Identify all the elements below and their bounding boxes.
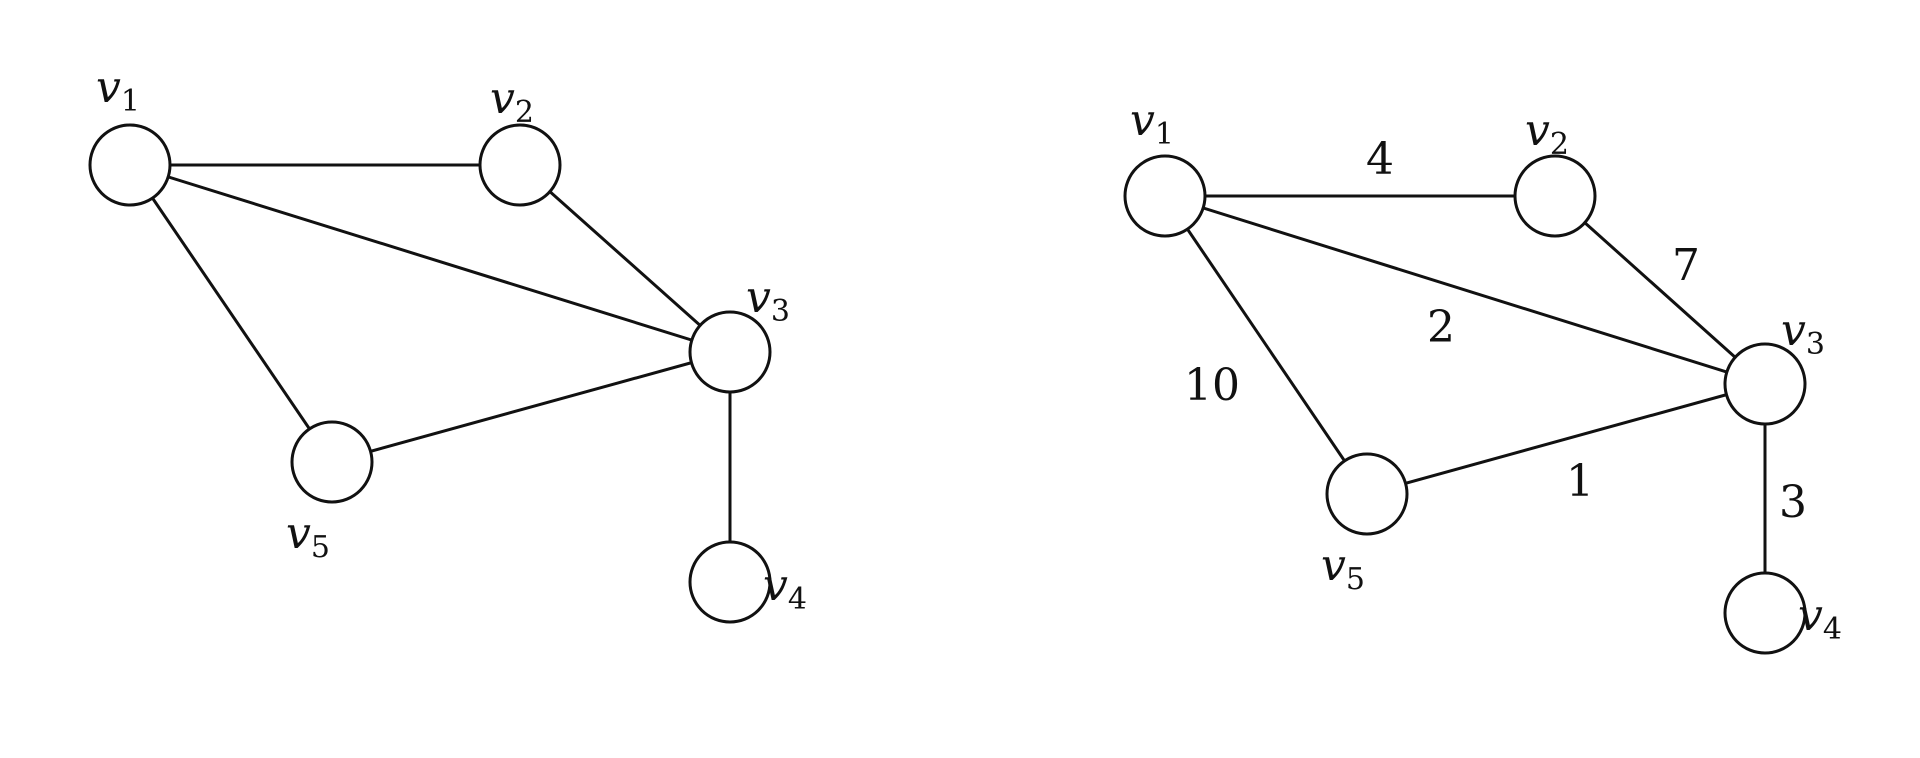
node-v4 — [688, 540, 772, 624]
edge-v2-v3 — [519, 163, 731, 354]
node-v5 — [290, 420, 374, 504]
node-label-v1: v1 — [96, 62, 140, 119]
node-label-v1: v1 — [1130, 95, 1174, 152]
node-label-symbol: v — [763, 560, 788, 611]
node-v3 — [688, 310, 772, 394]
node-label-subscript: 2 — [515, 95, 534, 130]
node-label-symbol: v — [1321, 540, 1346, 591]
node-label-subscript: 3 — [771, 294, 790, 329]
node-label-v5: v5 — [1321, 540, 1365, 597]
node-label-v5: v5 — [286, 508, 330, 565]
edge-v5-v3 — [331, 350, 731, 464]
edge-weight-v1-v3: 2 — [1427, 302, 1455, 353]
node-label-subscript: 1 — [1155, 117, 1174, 152]
node-v4 — [1723, 571, 1807, 655]
node-v2 — [478, 123, 562, 207]
node-v1 — [88, 123, 172, 207]
node-label-symbol: v — [286, 508, 311, 559]
node-label-v4: v4 — [763, 560, 807, 617]
node-label-subscript: 1 — [121, 84, 140, 119]
node-label-symbol: v — [1781, 305, 1806, 356]
edge-v1-v3 — [129, 163, 731, 354]
node-label-symbol: v — [1525, 105, 1550, 156]
node-label-symbol: v — [1130, 95, 1155, 146]
edge-weight-v2-v3: 7 — [1672, 240, 1700, 291]
node-label-v2: v2 — [1525, 105, 1569, 162]
edge-v2-v3 — [1553, 194, 1767, 386]
node-label-v2: v2 — [490, 73, 534, 130]
node-label-symbol: v — [96, 62, 121, 113]
node-v2 — [1513, 154, 1597, 238]
edge-weight-v5-v3: 1 — [1566, 456, 1594, 507]
node-label-subscript: 4 — [788, 582, 807, 617]
edge-weight-v3-v4: 3 — [1779, 477, 1807, 528]
edge-v1-v5 — [1163, 195, 1369, 495]
node-label-symbol: v — [1798, 590, 1823, 641]
node-v1 — [1123, 154, 1207, 238]
node-v5 — [1325, 452, 1409, 536]
node-label-v4: v4 — [1798, 590, 1842, 647]
edge-v1-v3 — [1164, 194, 1766, 386]
node-label-subscript: 4 — [1823, 612, 1842, 647]
node-label-subscript: 5 — [1346, 562, 1365, 597]
edge-v5-v3 — [1366, 382, 1766, 496]
node-label-v3: v3 — [1781, 305, 1825, 362]
edge-weight-v1-v5: 10 — [1184, 360, 1240, 411]
node-label-symbol: v — [490, 73, 515, 124]
edge-v1-v5 — [128, 164, 334, 463]
node-label-symbol: v — [746, 272, 771, 323]
node-label-subscript: 3 — [1806, 327, 1825, 362]
node-label-v3: v3 — [746, 272, 790, 329]
node-label-subscript: 5 — [311, 530, 330, 565]
edge-weight-v1-v2: 4 — [1366, 134, 1394, 185]
node-v3 — [1723, 342, 1807, 426]
node-label-subscript: 2 — [1550, 127, 1569, 162]
